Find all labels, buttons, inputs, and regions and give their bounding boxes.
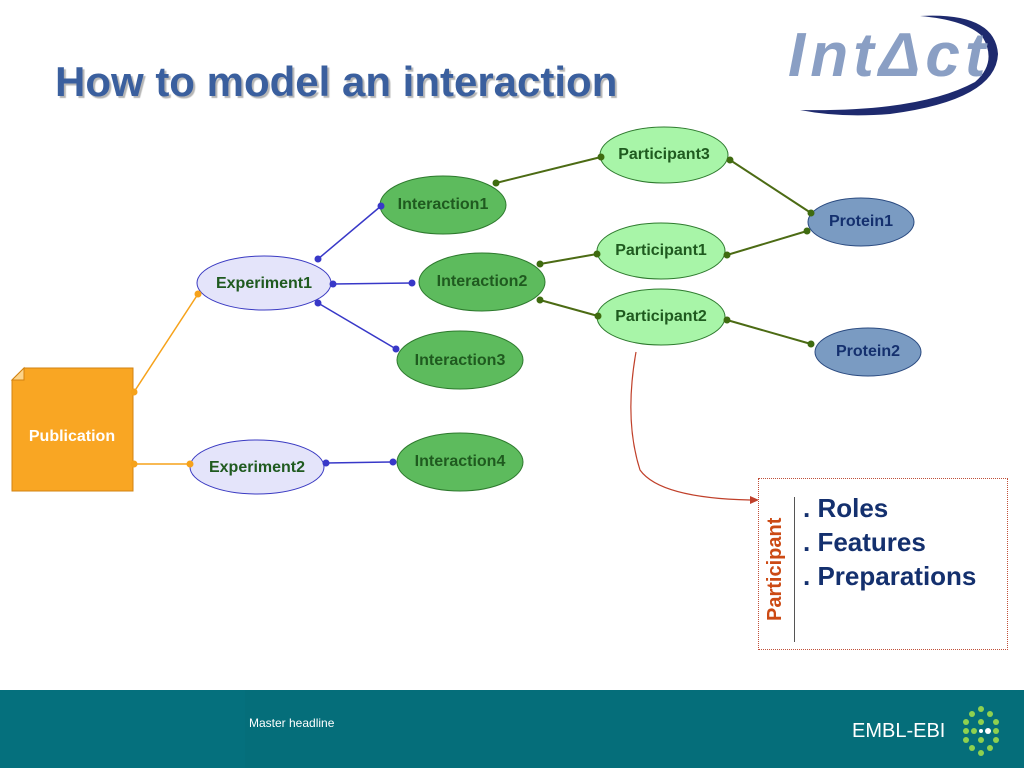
participant-detail-roles: . Roles [803,493,889,523]
intact-logo-swoosh [800,15,998,116]
intact-logo-text: IntΔct [788,21,991,90]
edge-experiment1-interaction1 [317,205,382,260]
interaction4-label: Interaction4 [415,453,506,470]
experiment1-node: Experiment1 [196,255,332,311]
edge-participant2-detail [630,351,751,501]
footer-left-panel [0,690,245,768]
footer-bar: Master headline EMBL-EBI [0,690,1024,768]
connector-dots [130,153,815,468]
participant-detail-list: . Roles . Features . Preparations [803,491,976,593]
protein2-node: Protein2 [814,327,922,377]
experiment2-node: Experiment2 [189,439,325,495]
participant-detail-features: . Features [803,527,926,557]
edge-interaction1-participant3 [495,156,602,184]
master-headline: Master headline [249,716,335,730]
edge-interaction2-participant2 [539,299,599,317]
interaction3-label: Interaction3 [415,352,506,369]
protein1-node: Protein1 [807,197,915,247]
interaction1-node: Interaction1 [379,175,507,235]
edge-participant2-protein2 [726,319,812,345]
protein2-label: Protein2 [836,343,900,360]
slide-title: How to model an interaction [55,58,618,105]
experiment1-label: Experiment1 [216,275,312,292]
edge-experiment2-interaction4 [325,461,394,464]
participant-detail-preparations: . Preparations [803,561,977,591]
edge-participant1-protein1 [726,230,808,256]
participant2-node: Participant2 [596,288,726,346]
edge-experiment1-interaction3 [317,302,397,350]
experiment2-label: Experiment2 [209,459,305,476]
interaction4-node: Interaction4 [396,432,524,492]
interaction-model-diagram: Publication Experiment1 Experiment2 Inte… [10,126,922,504]
publication-node: Publication [10,366,134,492]
arrowhead-participant-detail [750,496,759,504]
interaction1-label: Interaction1 [398,196,489,213]
participant1-node: Participant1 [596,222,726,280]
participant-detail-title: Participant [764,497,795,642]
embl-ebi-brand: EMBL-EBI [852,720,946,742]
participant-detail-box: Participant . Roles . Features . Prepara… [758,478,1008,650]
edge-publication-experiment1 [133,293,199,393]
participant2-label: Participant2 [615,308,707,325]
edge-participant3-protein1 [729,159,812,214]
participant1-label: Participant1 [615,242,707,259]
interaction2-node: Interaction2 [418,252,546,312]
publication-label: Publication [29,428,115,445]
participant3-node: Participant3 [599,126,729,184]
intact-logo: IntΔct [770,2,1020,122]
edge-interaction2-participant1 [539,253,598,265]
embl-ebi-hexagon-icon [963,706,999,756]
interaction2-label: Interaction2 [437,273,528,290]
protein1-label: Protein1 [829,213,893,230]
participant3-label: Participant3 [618,146,710,163]
edge-experiment1-interaction2 [332,282,413,285]
interaction3-node: Interaction3 [396,330,524,390]
